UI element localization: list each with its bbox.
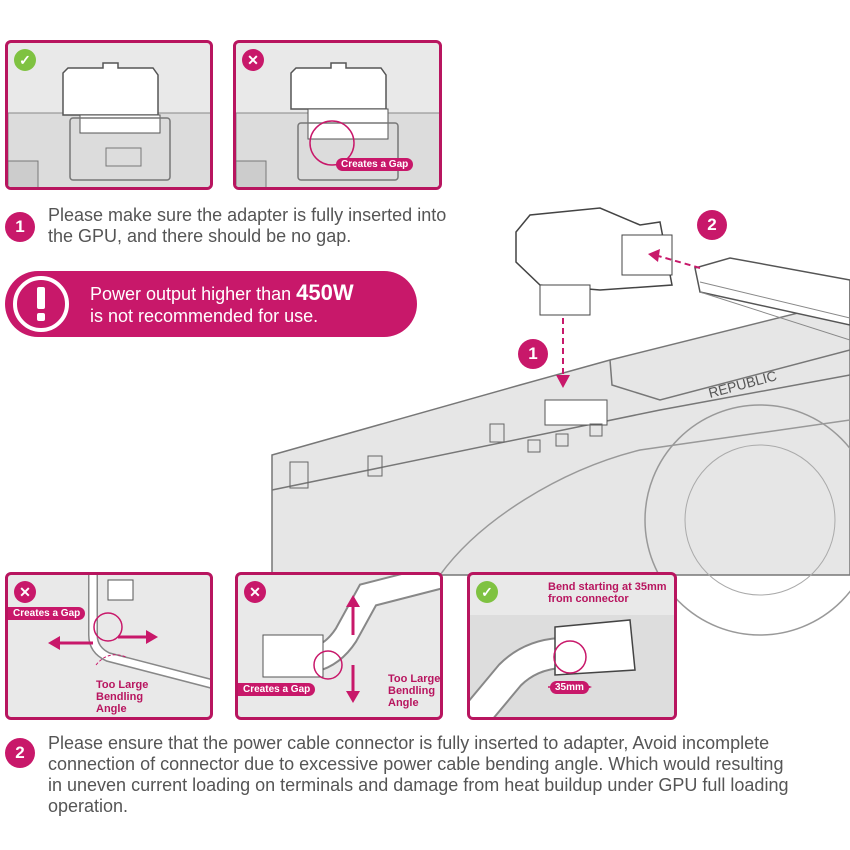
bend-start-label: Bend starting at 35mm from connector [548,581,667,605]
step-2-text: Please ensure that the power cable conne… [48,733,789,816]
cross-icon: ✕ [242,49,264,71]
bend-gap-middle-illustration [262,575,440,703]
gap-insertion-illustration [236,62,439,187]
check-icon: ✓ [14,49,36,71]
diagram-marker-2: 2 [697,210,727,240]
check-icon: ✓ [476,581,498,603]
bend-gap-left-illustration [48,575,210,689]
correct-insertion-illustration [8,62,210,187]
creates-gap-label: Creates a Gap [238,683,316,696]
step-2-badge: 2 [5,738,35,768]
correct-insertion-panel: ✓ [5,40,213,190]
bend-correct-panel: ✓ Bend starting at 35mm from connector 3… [467,572,677,720]
warning-text: Power output higher than 450W is not rec… [90,282,354,327]
gap-insertion-panel: ✕ Creates a Gap [233,40,442,190]
cross-icon: ✕ [14,581,36,603]
exclamation-icon [13,276,69,332]
distance-label: 35mm [550,681,589,694]
diagram-marker-1: 1 [518,339,548,369]
warning-value: 450W [296,280,354,305]
creates-gap-label: Creates a Gap [8,607,86,620]
warning-text-after: is not recommended for use. [90,306,319,326]
cross-icon: ✕ [244,581,266,603]
warning-text-before: Power output higher than [90,284,292,304]
bend-angle-label: Too Large Bendling Angle [96,679,149,715]
bend-angle-label: Too Large Bendling Angle [388,673,441,709]
warning-banner: Power output higher than 450W is not rec… [5,271,417,337]
bend-gap-middle-panel: ✕ Creates a Gap Too Large Bendling Angle [235,572,443,720]
creates-gap-label: Creates a Gap [336,158,414,171]
bend-correct-illustration [470,615,674,717]
step-1-text: Please make sure the adapter is fully in… [48,205,447,246]
step-1-badge: 1 [5,212,35,242]
bend-gap-left-panel: ✕ Creates a Gap Too Large Bendling Angle [5,572,213,720]
